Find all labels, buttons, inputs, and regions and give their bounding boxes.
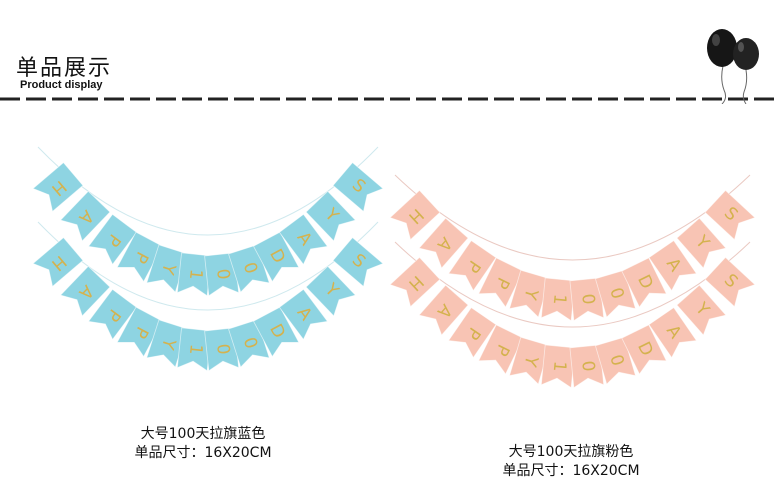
banner-letter: 1 — [549, 360, 570, 373]
banner-flag: 0 — [594, 336, 637, 385]
banner-flag: P — [116, 306, 164, 358]
banner-letter: 0 — [577, 360, 598, 373]
banner-letter: 0 — [212, 343, 233, 356]
banner-flag: 0 — [594, 269, 637, 318]
banner-flag: 1 — [176, 327, 212, 372]
banner-flag: 0 — [569, 277, 605, 322]
banner-flag: D — [621, 324, 668, 375]
banner-flag: 0 — [204, 252, 240, 297]
banner-flag: A — [278, 288, 329, 341]
dashed-divider — [0, 97, 779, 101]
banner-letter: 0 — [605, 352, 627, 368]
banner-flag: A — [648, 307, 698, 359]
banner-flag: 0 — [204, 327, 240, 372]
banner-flag: P — [447, 307, 497, 359]
banner-letter: 1 — [549, 293, 570, 306]
product-caption-blue: 大号100天拉旗蓝色 单品尺寸：16X20CM — [118, 425, 288, 463]
page-subtitle: Product display — [20, 79, 103, 91]
banner-flag: P — [447, 240, 497, 292]
banner-flag: A — [648, 240, 698, 292]
banner-flag: 1 — [540, 344, 576, 389]
banner-flag: 1 — [540, 277, 576, 322]
banner-flag: Y — [305, 190, 357, 242]
banner-flag: H — [32, 162, 84, 213]
banner-flag: A — [418, 217, 469, 269]
banner-flag: P — [477, 324, 524, 375]
banner-flag: P — [477, 257, 524, 308]
banner-flag: Y — [146, 244, 188, 293]
banner-flag: D — [252, 306, 300, 358]
banner-flag: D — [252, 231, 300, 283]
product-name: 大号100天拉旗蓝色 — [140, 426, 266, 442]
product-caption-pink: 大号100天拉旗粉色 单品尺寸：16X20CM — [486, 443, 656, 481]
banner-letter: 0 — [212, 268, 233, 281]
banner-flag: Y — [508, 269, 551, 318]
banner-flag: Y — [508, 336, 551, 385]
banner-flag: A — [278, 213, 329, 266]
banner-flag: Y — [305, 265, 357, 317]
product-size: 单品尺寸：16X20CM — [134, 445, 272, 461]
banner-flag: P — [87, 213, 138, 266]
banner-flag: P — [87, 288, 138, 341]
banner-flag: H — [389, 189, 441, 241]
banner-flag: A — [59, 190, 111, 242]
banner-flag: Y — [676, 284, 727, 336]
banner-flag: Y — [676, 217, 727, 269]
banner-flag: S — [704, 256, 756, 308]
banner-letter: 0 — [577, 293, 598, 306]
product-size: 单品尺寸：16X20CM — [502, 463, 640, 479]
banner-flag: A — [418, 284, 469, 336]
banner-flag: S — [332, 237, 384, 288]
banner-flag: 0 — [569, 344, 605, 389]
balloon-icon — [707, 29, 759, 104]
banner-flag: S — [332, 162, 384, 213]
product-name: 大号100天拉旗粉色 — [508, 444, 634, 460]
banner-flag: H — [389, 256, 441, 308]
banner-letter: 0 — [605, 285, 627, 301]
banner-flag: S — [704, 189, 756, 241]
page-title: 单品展示 — [16, 56, 113, 81]
banner-flag: H — [32, 237, 84, 288]
banner-flag: A — [59, 265, 111, 317]
banner-flag: P — [116, 231, 164, 283]
banner-letter: 1 — [185, 343, 206, 356]
banner-flag: D — [621, 257, 668, 308]
banner-flag: 1 — [176, 252, 212, 297]
banner-letter: 1 — [185, 268, 206, 281]
banner-flag: Y — [146, 319, 188, 368]
